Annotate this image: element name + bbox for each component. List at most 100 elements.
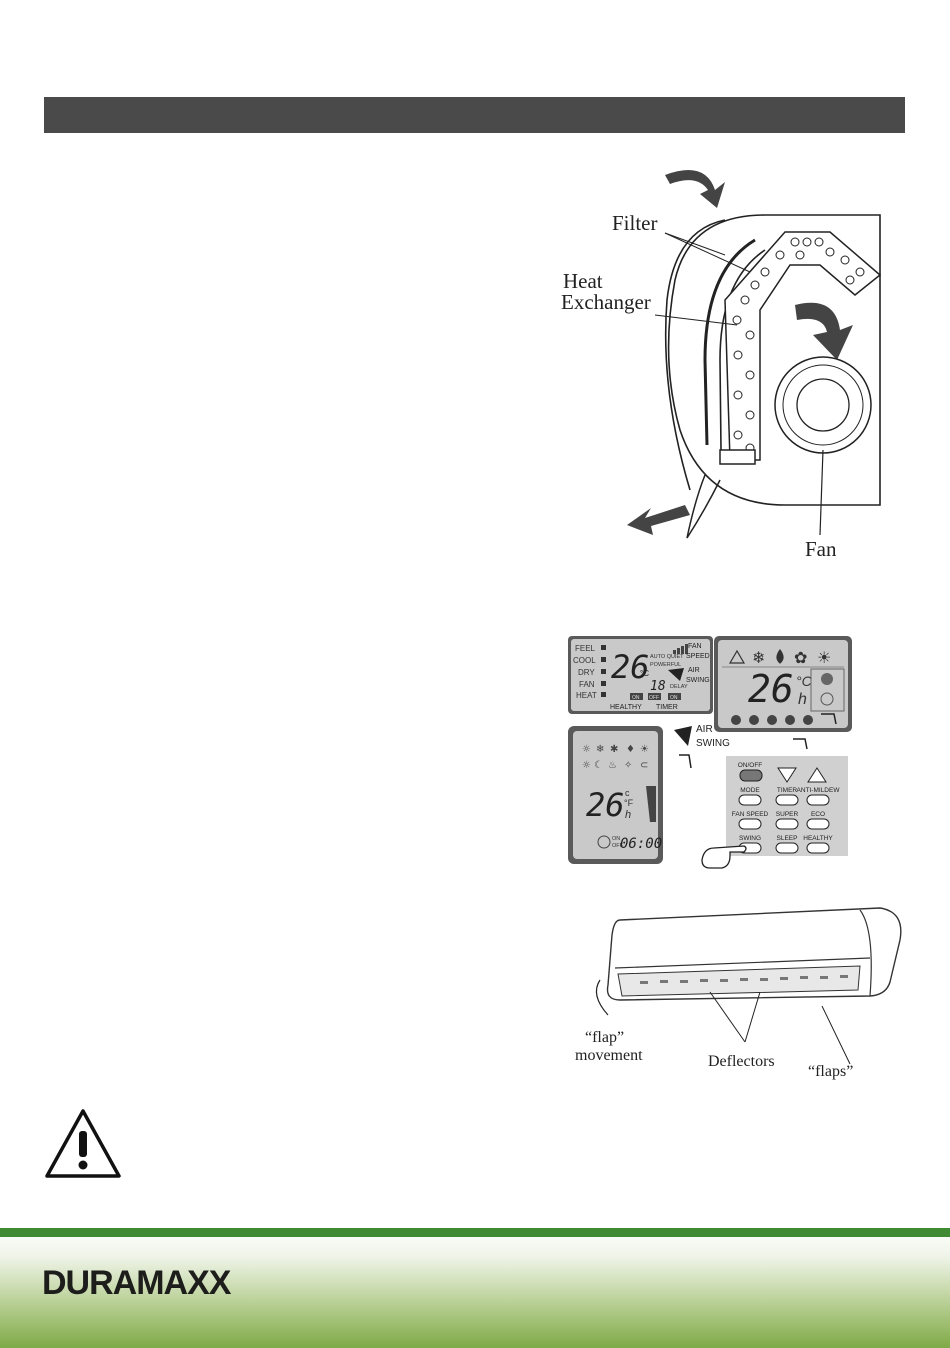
timer-value: 18 [650, 679, 666, 694]
air-swing-text-1: AIR [696, 724, 713, 735]
display3-icons: ☼❄✱♦☀ ☼☾♨✧⊂ [582, 744, 649, 771]
mode-icons-row: ❄ ✿ ☀ [728, 648, 831, 667]
btn-label-fan-speed: FAN SPEED [732, 811, 769, 818]
display3-unit-f: °F [624, 798, 634, 808]
display3-off: OFF [612, 843, 624, 849]
fan-label: Fan [805, 537, 837, 561]
powerful: POWERFUL [650, 662, 681, 668]
anti-mildew-button[interactable] [806, 794, 830, 806]
temp-down-button[interactable] [777, 767, 797, 783]
btn-label-sleep: SLEEP [777, 835, 798, 842]
btn-label-super: SUPER [776, 811, 799, 818]
svg-text:✱: ✱ [610, 744, 618, 755]
display1-unit: °C [640, 669, 649, 678]
brand-name: DURAMAXX [42, 1264, 231, 1302]
flaps-pointer [821, 1005, 851, 1065]
btn-label-timer: TIMER [777, 787, 798, 794]
flaps-label: “flaps” [808, 1063, 853, 1080]
display3-time: 06:00 [620, 836, 662, 852]
display2-temp: 26 [748, 667, 794, 711]
btn-label-healthy: HEALTHY [803, 835, 833, 842]
display2-unit-c: °C [796, 673, 813, 689]
footer-green-line [0, 1228, 950, 1237]
wall-ac-unit-diagram: “flap” movement Deflectors “flaps” [575, 907, 902, 1080]
deflectors-label: Deflectors [708, 1053, 775, 1070]
exchanger-tubes [732, 237, 865, 453]
filter-label: Filter [612, 211, 658, 235]
air-swing-1: AIR [688, 667, 700, 674]
indoor-unit-cross-section-diagram: Filter Heat Exchanger Fan [561, 170, 882, 561]
svg-text:☀: ☀ [817, 648, 831, 667]
lcd-display-icon: ❄ ✿ ☀ 26 °C h [714, 636, 852, 732]
svg-text:☼: ☼ [582, 744, 591, 755]
fan-drawing [774, 356, 872, 454]
footer-band [0, 1228, 950, 1348]
air-swing-text-2: SWING [696, 738, 730, 749]
onoff-button[interactable] [739, 769, 763, 782]
outlet-vane [686, 474, 721, 539]
eco-button[interactable] [806, 818, 830, 830]
ac-unit-front-panel [859, 909, 872, 997]
section-header-bar [44, 97, 905, 133]
fan-speed-1: FAN [688, 643, 702, 650]
unit-housing [667, 214, 881, 506]
healthy-button[interactable] [806, 842, 830, 854]
air-swing-symbol: AIR SWING [674, 724, 730, 749]
pointing-hand-icon [701, 845, 747, 869]
mode-fan: FAN [579, 680, 595, 689]
display3-clock-icon [597, 835, 611, 849]
mode-dry: DRY [578, 668, 595, 677]
display3-unit-h: h [625, 809, 631, 821]
on-off-labels: ON OFF ON [630, 693, 681, 701]
mode-button[interactable] [738, 794, 762, 806]
display3-bars [646, 786, 656, 822]
function-icons-row [731, 715, 813, 725]
deflector-pointer-1 [709, 991, 746, 1043]
warning-icon [45, 1109, 121, 1178]
filter-line [703, 238, 756, 446]
btn-label-anti-mildew: ANTI-MILDEW [797, 787, 841, 794]
timer-clock-icon [820, 692, 834, 706]
deflector-pointer-2 [744, 991, 761, 1043]
fan-pointer-line [819, 449, 824, 536]
timer-label: TIMER [656, 704, 678, 711]
air-in-arrow-top [665, 170, 725, 208]
air-swing-fan-icon [674, 726, 692, 746]
flap-arrow [595, 979, 609, 1016]
swing-icon-pointer-2 [793, 738, 808, 750]
btn-label-eco: ECO [811, 811, 825, 818]
mode-heat: HEAT [576, 691, 597, 700]
swing-icon [668, 668, 684, 681]
svg-text:☀: ☀ [640, 744, 649, 755]
svg-text:♨: ♨ [608, 760, 617, 771]
air-swing-2: SWING [686, 677, 710, 684]
display3-unit-c: c [625, 788, 630, 798]
delay: DELAY [670, 684, 688, 690]
movement-label: movement [575, 1047, 643, 1064]
healthy-label: HEALTHY [610, 704, 642, 711]
sleep-button[interactable] [775, 842, 799, 854]
timer-button[interactable] [775, 794, 799, 806]
air-outlet [617, 965, 861, 997]
front-panel [664, 219, 726, 491]
super-button[interactable] [775, 818, 799, 830]
svg-text:❄: ❄ [596, 744, 604, 755]
btn-label-swing: SWING [739, 835, 761, 842]
svg-text:☾: ☾ [594, 760, 603, 771]
ac-unit-lower-panel [614, 957, 871, 969]
filter-pointer-line [664, 232, 726, 256]
display3-on: ON [612, 836, 620, 842]
temp-up-button[interactable] [807, 767, 827, 783]
brand-logo: DURAMAXX [42, 1264, 231, 1302]
fan-speed-button[interactable] [738, 818, 762, 830]
flap-label: “flap” [585, 1029, 624, 1046]
btn-label-mode: MODE [740, 787, 760, 794]
svg-text:☼: ☼ [582, 760, 591, 771]
btn-label-onoff: ON/OFF [738, 762, 763, 769]
svg-text:✿: ✿ [794, 648, 807, 667]
deflector-slots [640, 975, 848, 984]
svg-text:✧: ✧ [624, 760, 632, 771]
swing-icon-pointer-3 [679, 754, 692, 769]
exchanger-pointer-line [654, 314, 738, 326]
remote-keypad: ON/OFF MODE TIMER ANTI-MILDEW FAN SPEED … [701, 756, 848, 869]
